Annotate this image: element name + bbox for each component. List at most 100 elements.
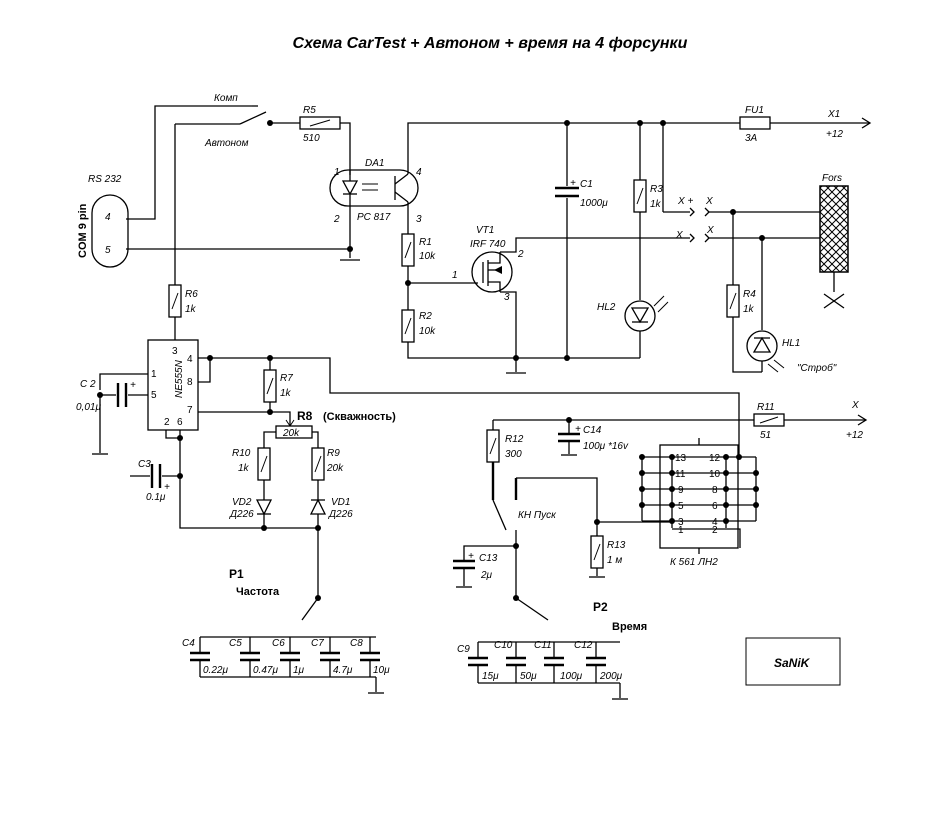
da1-pin2: 2	[333, 214, 340, 225]
cap-c11: C11 100μ	[534, 640, 583, 683]
k561-pin1: 1	[678, 525, 684, 536]
k561-pin4: 4	[712, 517, 718, 528]
c2-value: 0,01μ	[76, 402, 101, 413]
c8-value: 10μ	[373, 665, 390, 676]
da1-pin1: 1	[334, 167, 340, 178]
r1-value: 10k	[419, 251, 436, 262]
fors-label: Fors	[822, 173, 842, 184]
r3-name: R3	[650, 184, 663, 195]
vd1-part: Д226	[328, 509, 353, 520]
rs232-label: RS 232	[88, 174, 122, 185]
k561-pin13: 13	[675, 453, 687, 464]
c3-value: 0.1μ	[146, 492, 166, 503]
r8-note: (Скважность)	[323, 411, 396, 423]
k561-pin6: 6	[712, 501, 718, 512]
vt1-part: IRF 740	[470, 239, 506, 250]
c14-value: 100μ *16v	[583, 441, 629, 452]
x-left-label: X	[675, 230, 683, 241]
r4-value: 1k	[743, 304, 755, 315]
x-supply-label: X	[851, 400, 859, 411]
r2-name: R2	[419, 311, 432, 322]
r7-name: R7	[280, 373, 293, 384]
c12-name: C12	[574, 640, 593, 651]
c1-plus: +	[570, 178, 576, 189]
r9-value: 20k	[326, 463, 344, 474]
c10-name: C10	[494, 640, 513, 651]
r10-value: 1k	[238, 463, 250, 474]
rs232-connector: RS 232 COM 9 pin 4 5	[77, 174, 129, 268]
r6-value: 1k	[185, 304, 197, 315]
r13-value: 1 м	[607, 555, 622, 566]
rs232-side-label: COM 9 pin	[77, 203, 89, 258]
c5-value: 0.47μ	[253, 665, 278, 676]
r1-name: R1	[419, 237, 432, 248]
k561-pin10: 10	[709, 469, 721, 480]
k561-pin11: 11	[675, 469, 686, 480]
mode-switch: Комп Автоном	[204, 93, 267, 149]
c1-name: C1	[580, 179, 593, 190]
cap-c9: C9 15μ	[457, 642, 499, 683]
cap-c7: C7 4.7μ	[311, 637, 353, 677]
r10-name: R10	[232, 448, 251, 459]
k561-row: 11 10	[642, 469, 756, 480]
ne555-pin6: 6	[177, 417, 183, 428]
c3-plus: +	[164, 482, 170, 493]
c12-value: 200μ	[599, 671, 623, 682]
x-right-label: X	[706, 225, 714, 236]
c14-plus: +	[575, 424, 581, 435]
ne555-pin7: 7	[187, 405, 193, 416]
r11-value: 51	[760, 430, 771, 441]
da1-pin3: 3	[416, 214, 422, 225]
fu1-value: 3A	[745, 133, 758, 144]
k561-pin12: 12	[709, 453, 721, 464]
schematic-title: Схема CarTest + Автоном + время на 4 фор…	[293, 35, 688, 52]
vt1-name: VT1	[476, 225, 494, 236]
vd2-name: VD2	[232, 497, 252, 508]
k561-pin9: 9	[678, 485, 684, 496]
ne555-pin2: 2	[164, 417, 170, 428]
c9-value: 15μ	[482, 671, 499, 682]
ne555-pin3: 3	[172, 346, 178, 357]
c11-value: 100μ	[560, 671, 583, 682]
vd1-name: VD1	[331, 497, 350, 508]
xplus-label: X +	[677, 196, 693, 207]
p1-label: Частота	[236, 586, 280, 598]
r7-value: 1k	[280, 388, 292, 399]
cap-c6: C6 1μ	[272, 637, 305, 677]
k561-pin5: 5	[678, 501, 684, 512]
r8-name: R8	[297, 409, 313, 423]
c1-value: 1000μ	[580, 198, 608, 209]
p2-name: P2	[593, 600, 608, 614]
c3-name: C3	[138, 459, 151, 470]
vt1-pin3: 3	[504, 292, 510, 303]
r5-name: R5	[303, 105, 316, 116]
signature-text: SaNiK	[774, 656, 811, 670]
c5-name: C5	[229, 638, 242, 649]
cap-c12: C12 200μ	[574, 640, 623, 683]
x1-plus12: +12	[826, 129, 843, 140]
da1-pin4: 4	[416, 167, 422, 178]
signature-box	[745, 637, 841, 686]
fu1-name: FU1	[745, 105, 764, 116]
ne555-pin4: 4	[187, 354, 193, 365]
k561-row: 1 2	[672, 525, 726, 536]
optocoupler-da1: DA1 PC 817 1 2 3 4	[329, 158, 422, 225]
k561-pin8: 8	[712, 485, 718, 496]
c4-value: 0.22μ	[203, 665, 228, 676]
k561-pin2: 2	[712, 525, 718, 536]
hl1-label: HL1	[782, 338, 800, 349]
c11-name: C11	[534, 640, 552, 651]
mosfet-vt1: VT1 IRF 740 1 2 3	[452, 225, 524, 303]
ne555-pin8: 8	[187, 377, 193, 388]
c13-name: C13	[479, 553, 498, 564]
da1-part: PC 817	[357, 212, 391, 223]
c6-value: 1μ	[293, 665, 305, 676]
c7-value: 4.7μ	[333, 665, 353, 676]
logic-k561ln2: К 561 ЛН2 13 12 11 10 9 8 5 6 3 4	[641, 438, 757, 568]
switch-comp-label: Комп	[214, 93, 238, 104]
r9-name: R9	[327, 448, 340, 459]
c13-value: 2μ	[480, 570, 493, 581]
c4-name: C4	[182, 638, 195, 649]
vt1-pin1: 1	[452, 270, 458, 281]
